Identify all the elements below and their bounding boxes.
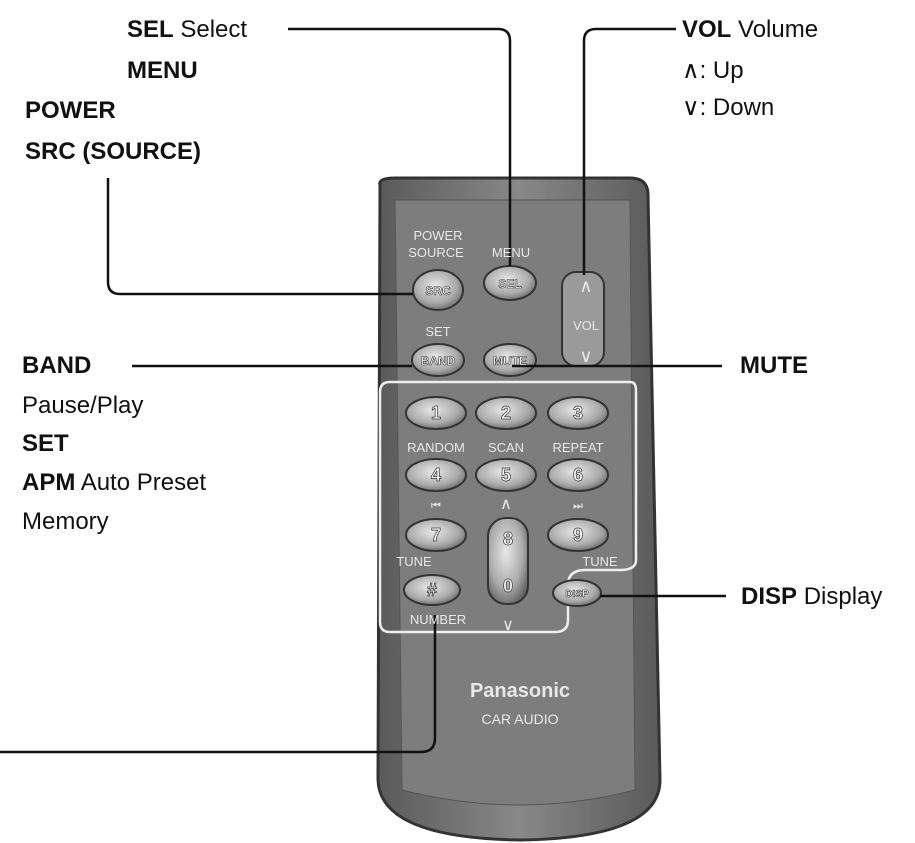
key7-shape bbox=[405, 518, 467, 552]
label-disp-key: DISP bbox=[741, 583, 798, 610]
remote-set-text: SET bbox=[425, 324, 450, 339]
label-power: POWER bbox=[25, 97, 116, 124]
remote-prev-icon: ⏮ bbox=[431, 500, 441, 512]
disp-button-label: DISP bbox=[565, 589, 589, 600]
leader-sel bbox=[288, 27, 512, 266]
label-up: ∧: Up bbox=[682, 57, 744, 84]
sel-button-label: SEL bbox=[498, 277, 521, 291]
remote-vol-text: VOL bbox=[573, 318, 599, 333]
key1-shape bbox=[405, 396, 467, 430]
key9-label: 9 bbox=[573, 525, 583, 545]
key8-label: 8 bbox=[503, 529, 513, 549]
label-disp-desc: Display bbox=[803, 583, 883, 610]
label-menu: MENU bbox=[127, 57, 198, 84]
remote-down-arrow: ∨ bbox=[502, 617, 514, 634]
remote-tune-left: TUNE bbox=[396, 554, 432, 569]
label-memory: Memory bbox=[22, 508, 109, 535]
label-src: SRC (SOURCE) bbox=[25, 138, 202, 165]
remote-number-text: NUMBER bbox=[410, 612, 466, 627]
key2-shape bbox=[475, 396, 537, 430]
disp-button-shape bbox=[552, 579, 602, 607]
label-sel: SEL Select bbox=[127, 16, 247, 44]
label-mute: MUTE bbox=[740, 352, 808, 379]
key4-shape bbox=[405, 458, 467, 492]
band-button-label: BAND bbox=[421, 354, 456, 368]
label-apm-desc: Auto Preset bbox=[80, 469, 207, 496]
band-button-shape bbox=[411, 343, 465, 377]
label-disp: DISP Display bbox=[741, 583, 882, 611]
label-band: BAND bbox=[22, 352, 92, 379]
remote-vol-up: ∧ bbox=[579, 276, 592, 296]
label-vol-key: VOL bbox=[682, 16, 732, 43]
remote-scan-text: SCAN bbox=[488, 440, 524, 455]
key5-label: 5 bbox=[501, 465, 511, 485]
remote-random-text: RANDOM bbox=[407, 440, 465, 455]
remote-power-text: POWER bbox=[413, 228, 462, 243]
mute-button-label: MUTE bbox=[493, 354, 527, 368]
remote-vol-down: ∨ bbox=[579, 346, 592, 366]
src-button-label: SRC bbox=[425, 284, 451, 298]
key3-label: 3 bbox=[573, 403, 583, 423]
brand-sub-text: CAR AUDIO bbox=[481, 711, 558, 727]
label-sel-desc: Select bbox=[180, 16, 248, 43]
hash-key-shape bbox=[403, 574, 461, 606]
remote-up-arrow: ∧ bbox=[500, 496, 512, 513]
key2-label: 2 bbox=[501, 403, 511, 423]
label-vol-desc: Volume bbox=[738, 16, 819, 43]
key5-shape bbox=[475, 458, 537, 492]
label-down: ∨: Down bbox=[682, 94, 775, 121]
remote-menu-text: MENU bbox=[492, 245, 530, 260]
remote-repeat-text: REPEAT bbox=[552, 440, 603, 455]
label-set: SET bbox=[22, 430, 69, 457]
remote-source-text: SOURCE bbox=[408, 245, 464, 260]
leader-lines bbox=[0, 27, 726, 754]
src-button-shape bbox=[412, 269, 464, 311]
label-sel-key: SEL bbox=[127, 16, 174, 43]
brand-text: Panasonic bbox=[470, 680, 570, 702]
leader-src bbox=[106, 178, 413, 296]
key4-label: 4 bbox=[431, 465, 441, 485]
hash-key-label: # bbox=[427, 580, 437, 600]
key80-shape bbox=[487, 517, 529, 605]
key6-label: 6 bbox=[573, 465, 583, 485]
label-pause-play: Pause/Play bbox=[22, 392, 144, 419]
key7-label: 7 bbox=[431, 525, 441, 545]
key0-label: 0 bbox=[503, 576, 513, 596]
label-apm: APM Auto Preset bbox=[22, 469, 206, 497]
leader-vol bbox=[582, 27, 676, 275]
key9-shape bbox=[547, 518, 609, 552]
label-apm-key: APM bbox=[22, 469, 76, 496]
key6-shape bbox=[547, 458, 609, 492]
remote-next-icon: ⏭ bbox=[573, 500, 583, 512]
leader-number bbox=[0, 615, 437, 754]
key3-shape bbox=[547, 396, 609, 430]
remote-tune-right: TUNE bbox=[582, 554, 618, 569]
key1-label: 1 bbox=[431, 403, 441, 423]
label-vol: VOL Volume bbox=[682, 16, 818, 44]
mute-button-shape bbox=[483, 343, 537, 377]
